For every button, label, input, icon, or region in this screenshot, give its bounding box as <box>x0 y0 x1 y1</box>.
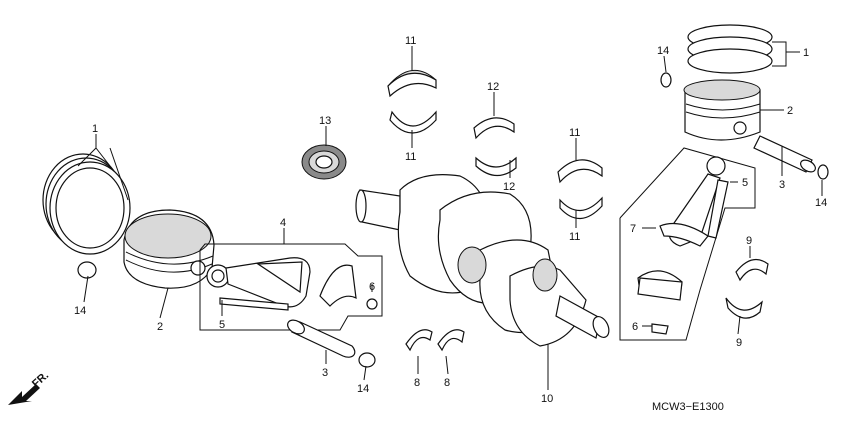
piston-rings-right <box>687 24 773 74</box>
callout-3-right: 3 <box>779 179 785 191</box>
callout-8-b: 8 <box>444 377 450 389</box>
circlip-left <box>77 261 97 279</box>
conrod-bearing-9-lower <box>725 297 763 319</box>
piston-left <box>123 209 215 289</box>
callout-1-left: 1 <box>92 123 98 135</box>
circlip-right-top <box>660 72 672 88</box>
callout-12-bottom: 12 <box>503 181 515 193</box>
leader-lines <box>77 41 823 390</box>
callout-2-right: 2 <box>787 105 793 117</box>
callout-14-right-top: 14 <box>657 45 669 57</box>
callout-4: 4 <box>280 217 286 229</box>
callout-6-right: 6 <box>632 321 638 333</box>
callout-9-bottom: 9 <box>736 337 742 349</box>
main-bearing-upper-b <box>557 159 603 184</box>
callout-2-left: 2 <box>157 321 163 333</box>
conrod-bearing-8a <box>405 329 433 352</box>
main-bearing-upper-a <box>387 70 437 98</box>
callout-3-left: 3 <box>322 367 328 379</box>
callout-14-mid: 14 <box>357 383 369 395</box>
callout-9-top: 9 <box>746 235 752 247</box>
callout-14-left: 14 <box>74 305 86 317</box>
cam-chain-sprocket <box>301 144 347 180</box>
piston-right <box>683 79 761 141</box>
callout-5-right: 5 <box>742 177 748 189</box>
conrod-bearing-9-upper <box>735 258 769 282</box>
circlip-right <box>817 164 829 180</box>
callout-11-b-bottom: 11 <box>569 231 580 243</box>
conrod-bearing-8b <box>437 329 465 352</box>
callout-1-right: 1 <box>803 47 809 59</box>
piston-rings-left <box>42 153 131 255</box>
bearing-12-lower <box>475 156 517 177</box>
piston-pin-right <box>753 135 816 173</box>
piston-pin-left <box>287 319 356 358</box>
drawing-code: MCW3−E1300 <box>652 401 724 413</box>
callout-11-a-top: 11 <box>405 35 416 47</box>
crankshaft <box>355 174 610 347</box>
callout-14-right: 14 <box>815 197 827 209</box>
callout-5-left: 5 <box>219 319 225 331</box>
bearing-12-upper <box>473 117 515 140</box>
callout-labels: 1 1 2 2 3 3 4 5 5 6 6 7 8 8 9 9 10 11 11… <box>74 35 827 405</box>
callout-10: 10 <box>541 393 553 405</box>
callout-11-a-bottom: 11 <box>405 151 416 163</box>
callout-13: 13 <box>319 115 331 127</box>
circlip-mid <box>358 352 376 368</box>
main-bearing-lower-a <box>389 110 437 134</box>
callout-12-top: 12 <box>487 81 499 93</box>
conrod-group-right <box>619 147 756 341</box>
callout-8-a: 8 <box>414 377 420 389</box>
main-bearing-lower-b <box>559 196 603 220</box>
conrod-group-left <box>199 243 383 331</box>
front-direction-arrow: FR. <box>8 369 51 405</box>
callout-6-left: 6 <box>369 281 375 293</box>
callout-11-b-top: 11 <box>569 127 580 139</box>
callout-7: 7 <box>630 223 636 235</box>
